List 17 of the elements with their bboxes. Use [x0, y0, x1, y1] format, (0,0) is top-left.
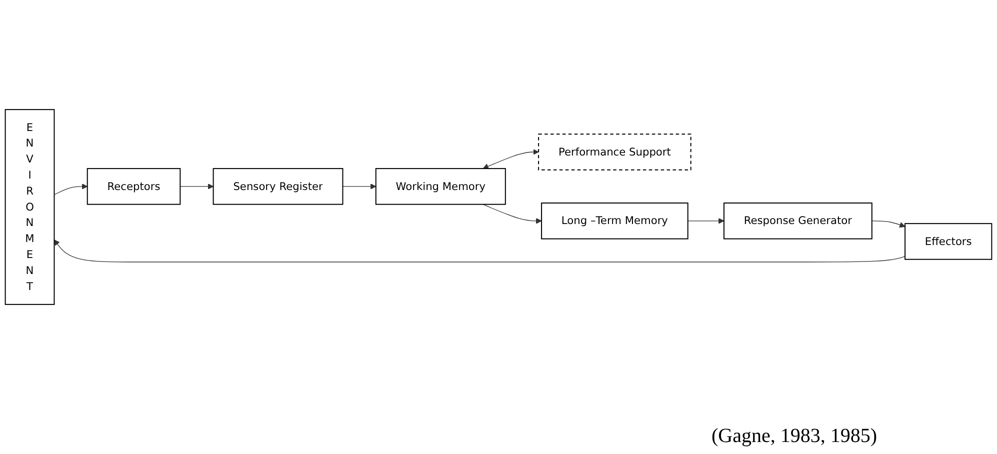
- node-box: Response Generator: [723, 202, 872, 240]
- caption: (Gagne, 1983, 1985): [711, 425, 877, 448]
- node-box: Receptors: [86, 168, 181, 205]
- arrow: [54, 240, 906, 262]
- node-box: E N V I R O N M E N T: [4, 109, 55, 305]
- node-box: Effectors: [904, 223, 992, 260]
- arrow: [482, 204, 542, 224]
- arrow: [482, 149, 539, 170]
- arrow: [688, 218, 724, 224]
- node-box: Working Memory: [375, 168, 506, 205]
- node-box: Sensory Register: [212, 168, 344, 205]
- node-box: Performance Support: [538, 134, 692, 170]
- arrow: [180, 184, 214, 190]
- arrow: [872, 220, 906, 228]
- arrow: [342, 184, 376, 190]
- arrow: [54, 184, 88, 196]
- node-box: Long –Term Memory: [541, 202, 688, 240]
